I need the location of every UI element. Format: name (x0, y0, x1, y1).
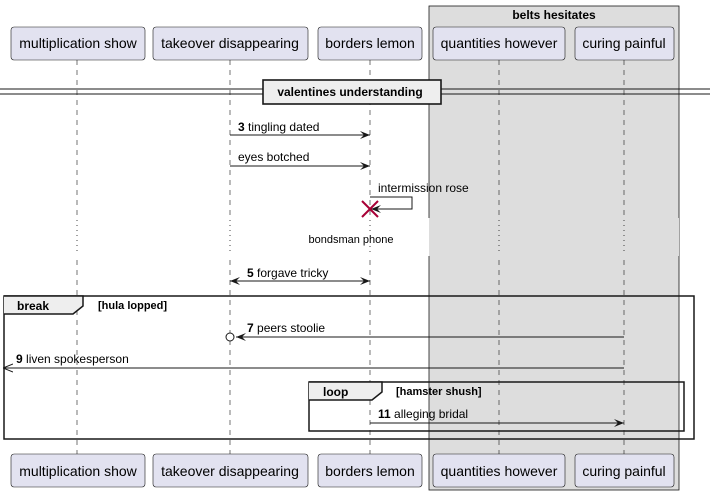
participant-curing-painful-bottom (574, 453, 675, 488)
svg-text:5 forgave tricky: 5 forgave tricky (247, 266, 328, 280)
svg-text:quantities however: quantities however (441, 463, 558, 479)
svg-text:eyes botched: eyes botched (238, 150, 309, 164)
participant-takeover-disappearing-bottom (152, 453, 309, 488)
participant-multiplication-show-bottom (10, 453, 146, 488)
participant-multiplication-show-label: multiplication show (19, 35, 137, 51)
svg-text:[hamster shush]: [hamster shush] (396, 386, 482, 398)
message-3: 3 tingling dated (230, 120, 370, 139)
participant-takeover-disappearing (152, 26, 309, 61)
participant-takeover-disappearing-label: takeover disappearing (161, 35, 299, 51)
message-11: 11 alleging bridal (370, 407, 624, 427)
message-7: 7 peers stoolie (225, 321, 624, 342)
message-5: 5 forgave tricky (230, 266, 370, 285)
svg-text:borders lemon: borders lemon (325, 463, 415, 479)
divider: valentines understanding (0, 79, 710, 105)
divider-label: valentines understanding (277, 85, 422, 99)
participants-top: multiplication show takeover disappearin… (10, 26, 675, 61)
destroy-note: bondsman phone (308, 234, 393, 246)
participant-quantities-however (432, 26, 566, 61)
svg-text:7 peers stoolie: 7 peers stoolie (247, 321, 325, 335)
svg-text:9 liven spokesperson: 9 liven spokesperson (16, 352, 129, 366)
participant-borders-lemon-label: borders lemon (325, 35, 415, 51)
participant-quantities-however-label: quantities however (441, 35, 558, 51)
participant-multiplication-show (10, 26, 146, 61)
participant-curing-painful (574, 26, 675, 61)
loop-fragment: loop [hamster shush] (308, 381, 685, 432)
message-9: 9 liven spokesperson (3, 352, 624, 368)
svg-text:takeover disappearing: takeover disappearing (161, 463, 299, 479)
lifeline-gap: bondsman phone (0, 218, 679, 256)
svg-text:break: break (17, 299, 49, 313)
participant-curing-painful-label: curing painful (582, 35, 665, 51)
svg-text:11 alleging bridal: 11 alleging bridal (378, 407, 468, 421)
svg-text:3 tingling dated: 3 tingling dated (238, 120, 319, 134)
svg-text:intermission rose: intermission rose (378, 181, 469, 195)
svg-text:[hula lopped]: [hula lopped] (98, 300, 167, 312)
message-eyes-botched: eyes botched (230, 150, 370, 170)
svg-text:multiplication show: multiplication show (19, 463, 137, 479)
participant-group-title: belts hesitates (512, 8, 596, 22)
svg-text:curing painful: curing painful (582, 463, 665, 479)
participant-borders-lemon (317, 26, 423, 61)
participant-quantities-however-bottom (432, 453, 566, 488)
participants-bottom: multiplication show takeover disappearin… (10, 453, 675, 488)
destroy-marker (361, 200, 379, 218)
svg-text:loop: loop (323, 385, 348, 399)
message-self-intermission-rose: intermission rose (370, 181, 469, 213)
participant-borders-lemon-bottom (317, 453, 423, 488)
break-fragment: break [hula lopped] (3, 295, 695, 440)
